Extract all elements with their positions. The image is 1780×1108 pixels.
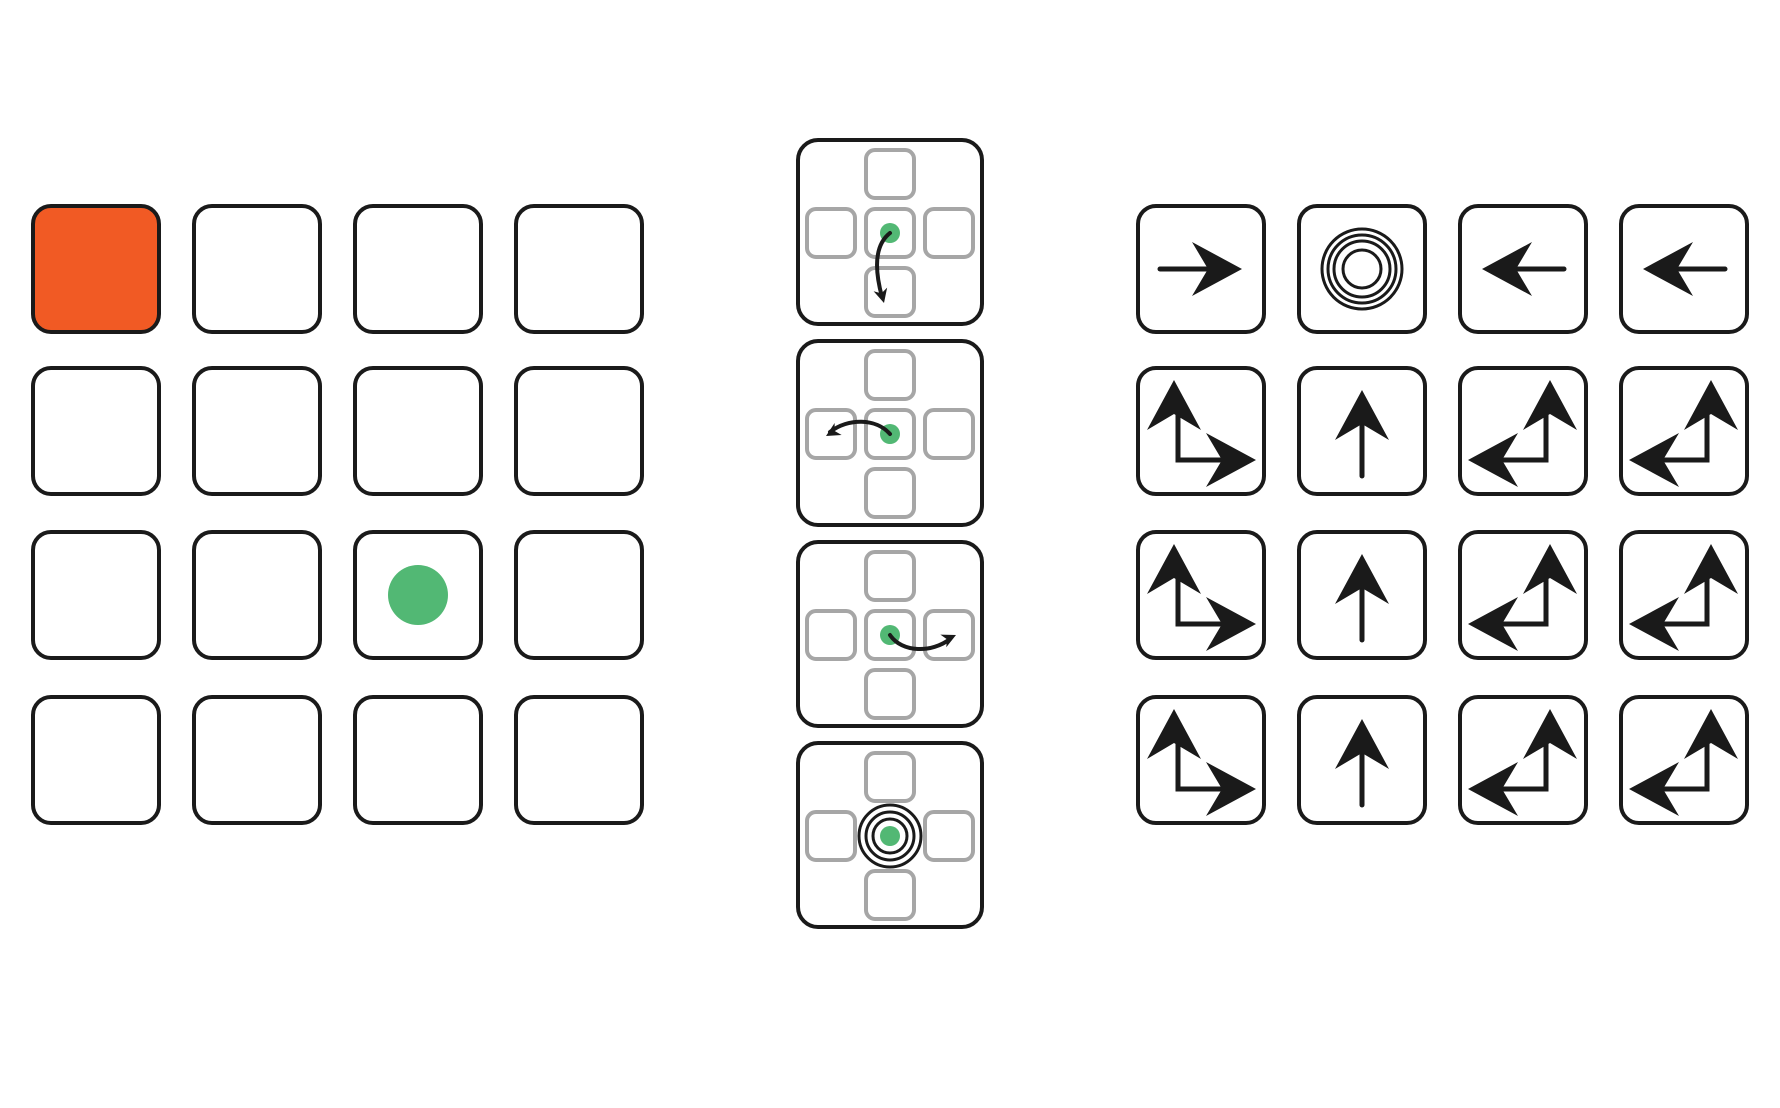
action-tile-stay (796, 741, 984, 929)
policy-cell (1619, 695, 1749, 825)
neighbor-cell (805, 810, 857, 862)
policy-cell (1297, 204, 1427, 334)
neighbor-cell (864, 550, 916, 602)
grid-cell (514, 530, 644, 660)
arrow-up-left-fork-icon (1468, 709, 1577, 816)
neighbor-cell (864, 266, 916, 318)
grid-cell (514, 204, 644, 334)
policy-cell (1619, 366, 1749, 496)
policy-cell (1136, 204, 1266, 334)
arrow-up-icon (1335, 719, 1389, 808)
grid-cell (353, 530, 483, 660)
policy-cell (1458, 204, 1588, 334)
neighbor-cell (923, 609, 975, 661)
policy-cell (1458, 530, 1588, 660)
arrow-up-left-fork-icon (1629, 380, 1738, 487)
policy-cell (1619, 204, 1749, 334)
arrow-up-right-fork-icon (1147, 709, 1256, 816)
neighbor-cell (864, 207, 916, 259)
neighbor-cell (923, 810, 975, 862)
neighbor-cell (864, 349, 916, 401)
grid-cell (514, 695, 644, 825)
grid-cell (353, 366, 483, 496)
arrow-right-icon (1157, 242, 1242, 296)
grid-cell (192, 366, 322, 496)
arrow-up-icon (1335, 390, 1389, 479)
curved-arrow-right-icon (888, 628, 959, 652)
arrow-up-left-fork-icon (1468, 544, 1577, 651)
neighbor-cell (864, 467, 916, 519)
arrow-up-right-fork-icon (1147, 544, 1256, 651)
action-column (796, 138, 984, 929)
curved-arrow-left-icon (822, 419, 892, 443)
neighbor-cell (864, 668, 916, 720)
neighbor-cell (864, 609, 916, 661)
policy-cell (1297, 695, 1427, 825)
grid-cell (353, 204, 483, 334)
grid-cell (192, 204, 322, 334)
agent-dot (388, 565, 448, 625)
neighbor-cell (923, 408, 975, 460)
goal-cell (31, 204, 161, 334)
neighbor-cell (864, 408, 916, 460)
policy-cell (1136, 695, 1266, 825)
grid-cell (31, 695, 161, 825)
policy-cell (1136, 366, 1266, 496)
action-tile-turn-right (796, 138, 984, 326)
grid-cell (31, 366, 161, 496)
policy-cell (1297, 366, 1427, 496)
grid-cell (192, 695, 322, 825)
policy-cell (1619, 530, 1749, 660)
concentric-circles-icon (1320, 227, 1404, 311)
grid-cell (353, 695, 483, 825)
policy-cell (1458, 695, 1588, 825)
action-tile-turn-around (796, 540, 984, 728)
concentric-circles-icon (857, 803, 923, 869)
state-grid (31, 204, 644, 825)
neighbor-cell (864, 869, 916, 921)
neighbor-cell (864, 148, 916, 200)
neighbor-cell (805, 207, 857, 259)
curved-arrow-down-icon (873, 231, 892, 305)
neighbor-cell (864, 751, 916, 803)
policy-grid (1136, 204, 1749, 825)
grid-cell (31, 530, 161, 660)
policy-cell (1297, 530, 1427, 660)
grid-cell (514, 366, 644, 496)
neighbor-cell (923, 207, 975, 259)
arrow-up-left-fork-icon (1468, 380, 1577, 487)
grid-cell (192, 530, 322, 660)
policy-cell (1136, 530, 1266, 660)
arrow-up-left-fork-icon (1629, 709, 1738, 816)
arrow-up-left-fork-icon (1629, 544, 1738, 651)
neighbor-cell (805, 408, 857, 460)
arrow-left-icon (1643, 242, 1728, 296)
arrow-left-icon (1482, 242, 1567, 296)
policy-cell (1458, 366, 1588, 496)
arrow-up-right-fork-icon (1147, 380, 1256, 487)
action-tile-turn-left (796, 339, 984, 527)
neighbor-cell (805, 609, 857, 661)
arrow-up-icon (1335, 554, 1389, 643)
